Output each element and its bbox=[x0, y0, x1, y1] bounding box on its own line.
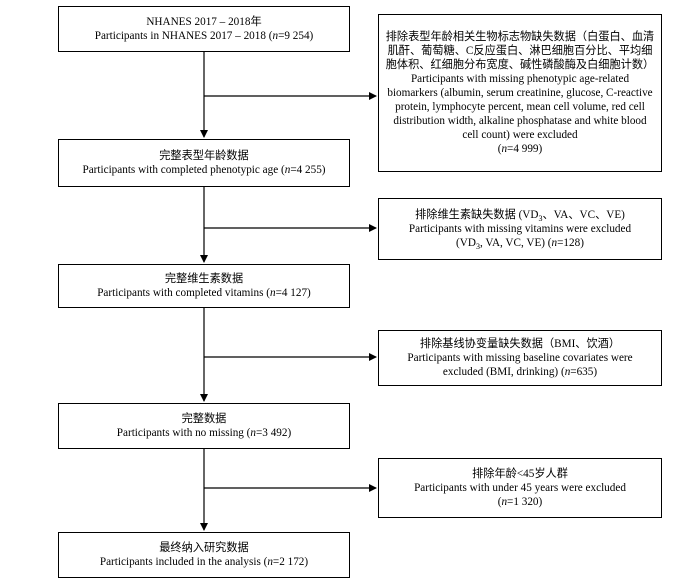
exclusion-box-covariates: 排除基线协变量缺失数据（BMI、饮酒） Participants with mi… bbox=[378, 330, 662, 386]
exclusion-box-cn: 排除维生素缺失数据 (VD3、VA、VC、VE) bbox=[415, 209, 625, 224]
main-box-final: 最终纳入研究数据 Participants included in the an… bbox=[58, 532, 350, 578]
main-box-en: Participants with completed vitamins (n=… bbox=[97, 287, 311, 299]
exclusion-box-en: Participants with missing baseline covar… bbox=[407, 352, 633, 378]
main-box-cn: 完整数据 bbox=[181, 413, 227, 425]
main-box-phenotypic-age: 完整表型年龄数据 Participants with completed phe… bbox=[58, 139, 350, 187]
exclusion-box-cn: 排除表型年龄相关生物标志物缺失数据（白蛋白、血清肌酐、葡萄糖、C反应蛋白、淋巴细… bbox=[385, 31, 655, 71]
exclusion-box-en: Participants with under 45 years were ex… bbox=[414, 482, 626, 494]
exclusion-box-n: (n=4 999) bbox=[497, 143, 543, 155]
exclusion-box-age: 排除年龄<45岁人群 Participants with under 45 ye… bbox=[378, 458, 662, 518]
main-box-en: Participants in NHANES 2017 – 2018 (n=9 … bbox=[94, 30, 314, 42]
main-box-cn: 完整表型年龄数据 bbox=[159, 150, 249, 162]
main-box-nhanes: NHANES 2017 – 2018年 Participants in NHAN… bbox=[58, 6, 350, 52]
main-box-en: Participants with completed phenotypic a… bbox=[82, 164, 326, 176]
exclusion-box-cn: 排除基线协变量缺失数据（BMI、饮酒） bbox=[419, 338, 621, 350]
exclusion-box-n: (n=1 320) bbox=[497, 496, 543, 508]
exclusion-box-cn: 排除年龄<45岁人群 bbox=[472, 468, 568, 480]
exclusion-box-biomarkers: 排除表型年龄相关生物标志物缺失数据（白蛋白、血清肌酐、葡萄糖、C反应蛋白、淋巴细… bbox=[378, 14, 662, 172]
main-box-no-missing: 完整数据 Participants with no missing (n=3 4… bbox=[58, 403, 350, 449]
main-box-cn: 最终纳入研究数据 bbox=[159, 542, 249, 554]
main-box-cn: 完整维生素数据 bbox=[164, 273, 244, 285]
exclusion-box-vitamins: 排除维生素缺失数据 (VD3、VA、VC、VE) Participants wi… bbox=[378, 198, 662, 260]
exclusion-box-n: (VD3, VA, VC, VE) (n=128) bbox=[456, 237, 584, 252]
exclusion-box-en: Participants with missing phenotypic age… bbox=[387, 73, 653, 141]
main-box-en: Participants with no missing (n=3 492) bbox=[116, 427, 292, 439]
main-box-en: Participants included in the analysis (n… bbox=[99, 556, 309, 568]
main-box-vitamins: 完整维生素数据 Participants with completed vita… bbox=[58, 264, 350, 308]
exclusion-box-en: Participants with missing vitamins were … bbox=[408, 223, 632, 235]
main-box-cn: NHANES 2017 – 2018年 bbox=[146, 16, 262, 28]
